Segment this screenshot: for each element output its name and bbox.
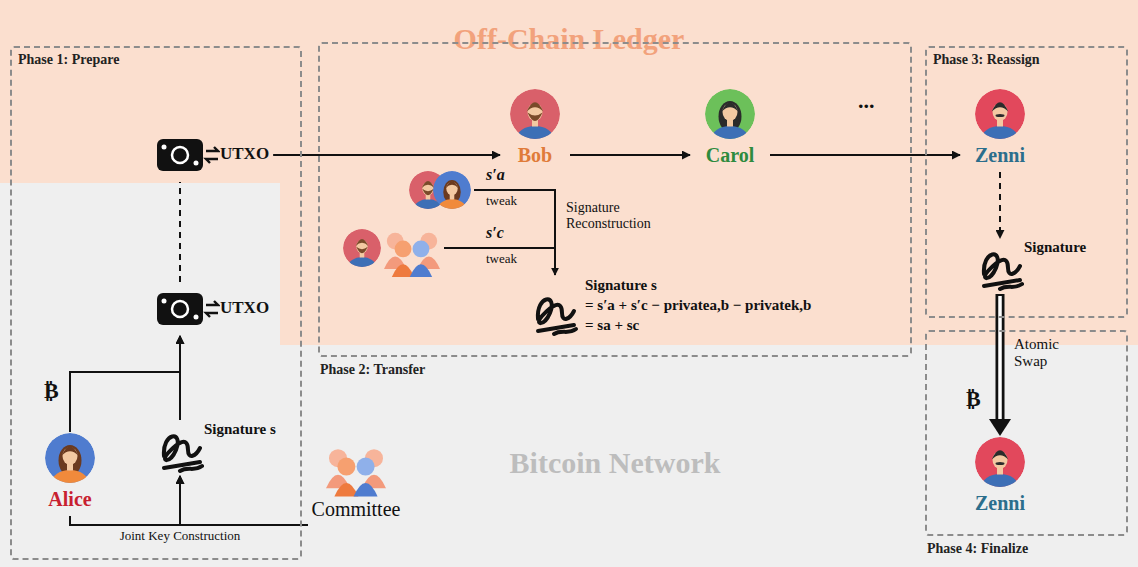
phase-box: Phase 3: ReassignZenniSignature [925,46,1128,318]
node-text: Phase 4: Finalize [927,541,1028,557]
connector [180,336,181,420]
edge-label: Atomic Swap [1014,336,1074,371]
committee: Committee [308,440,404,536]
node-shape [35,432,105,486]
signature-formula: Signature s= s′a + s′c − privatea,b − pr… [530,275,905,343]
node-text: Carol [706,144,755,167]
annotation: ₿ [966,386,981,412]
signature: Signature [972,238,1092,294]
edge-label: Joint Key Construction [120,529,241,544]
node-shape [150,282,220,336]
participant: Bob [500,88,570,172]
node-shape [500,88,570,142]
signature-glyph [984,254,1022,289]
annotation: tweak [486,193,517,209]
annotation: Signature Reconstruction [566,200,676,232]
edge-label: ₿ [44,378,59,403]
signature-glyph [538,299,576,334]
annotation: tweak [486,251,517,267]
node-text: Bitcoin Network [510,446,721,480]
avatar-icon [510,89,560,142]
node-shape [972,238,1024,294]
node-text: = s′a + s′c − privatea,b − privatek,b [585,295,811,315]
node-text: UTXO [220,298,269,318]
node-shape [960,436,1040,490]
node-text: Signature s [585,275,657,295]
phase-box: Phase 1: PrepareUTXO UTXO Alice Signature s [10,46,302,560]
connector [273,155,500,156]
utxo-box: UTXO [150,128,273,182]
node-text: Zenni [975,492,1025,515]
node-text: Alice [48,488,91,511]
annotation: s′a [486,166,505,184]
participant: Carol [690,88,770,172]
node-text: Off-Chain Ledger [454,22,685,56]
node-text: = sa + sc [585,315,639,335]
node-text: Zenni [975,144,1025,167]
node-text: Bob [518,144,552,167]
signature: Signature s [152,420,282,476]
node-text: Signature [1024,239,1086,256]
node-shape [530,275,582,343]
node-text: Signature s [204,421,276,438]
node-text: Committee [312,498,401,521]
connector [570,155,690,156]
node-text: Phase 2: Transfer [320,362,425,378]
avatar-icon [975,89,1025,142]
connector [770,155,960,156]
utxo-box: UTXO [150,282,273,336]
tweak-arrow [444,247,555,249]
annotation: s′c [486,224,504,242]
node-text: Phase 3: Reassign [933,52,1040,68]
node-shape [308,440,404,500]
phase-box: Phase 2: TransferBobCarolSignature s= s′… [318,42,912,357]
participant: Zenni [960,436,1040,520]
node-shape [960,88,1040,142]
participant: Alice [35,432,105,516]
participant: Zenni [960,88,1040,172]
money-icon [157,139,218,171]
avatar-icon [705,89,755,142]
annotation: ... [858,88,875,114]
node-shape [152,420,204,476]
node-shape [690,88,770,142]
node-text: Phase 1: Prepare [18,52,119,68]
node-shape [150,128,220,182]
node-text: UTXO [220,144,269,164]
